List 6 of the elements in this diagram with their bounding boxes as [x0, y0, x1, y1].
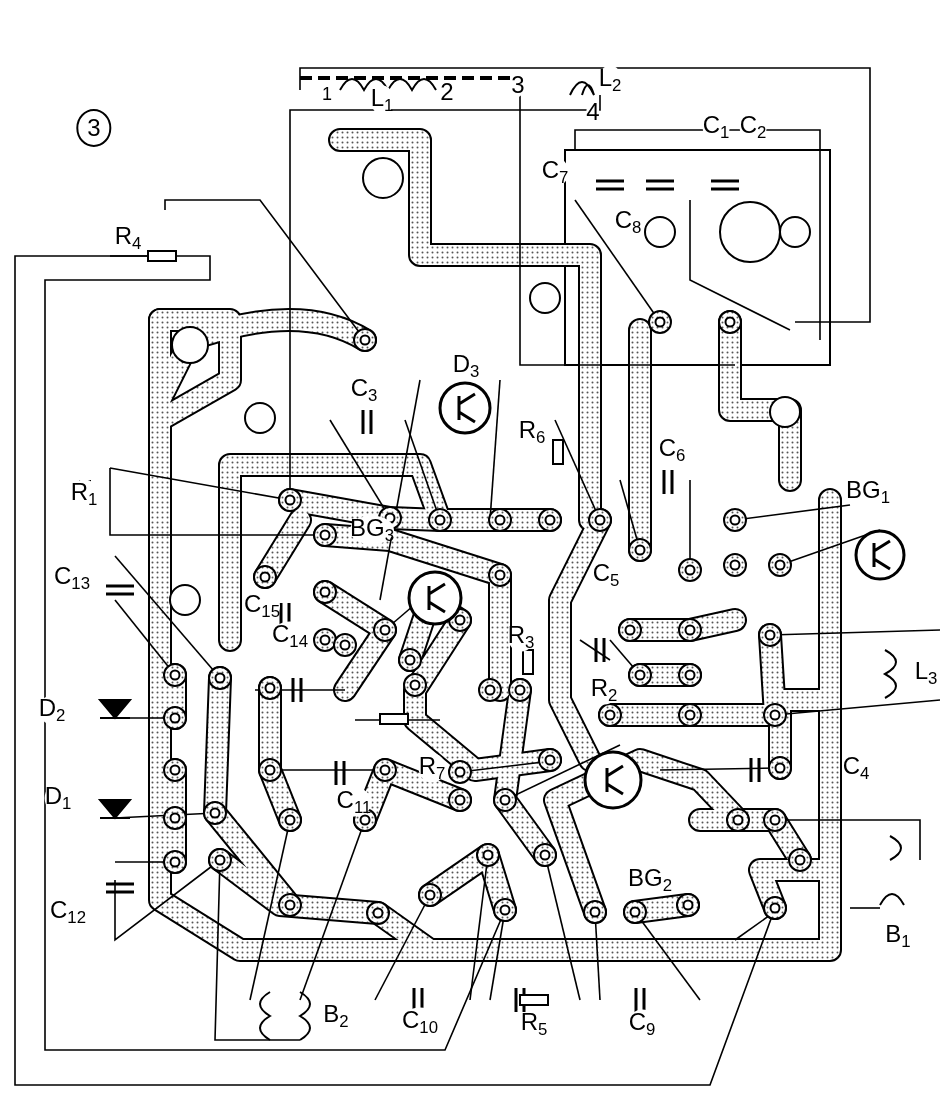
component-label: 1: [322, 85, 332, 103]
component-label: 3: [511, 73, 525, 97]
component-label: D$_{2}$: [38, 695, 66, 725]
figure-number: 3: [76, 109, 112, 147]
component-label: C$_{11}$: [336, 787, 372, 817]
component-label: R$_{1}$: [70, 479, 98, 509]
